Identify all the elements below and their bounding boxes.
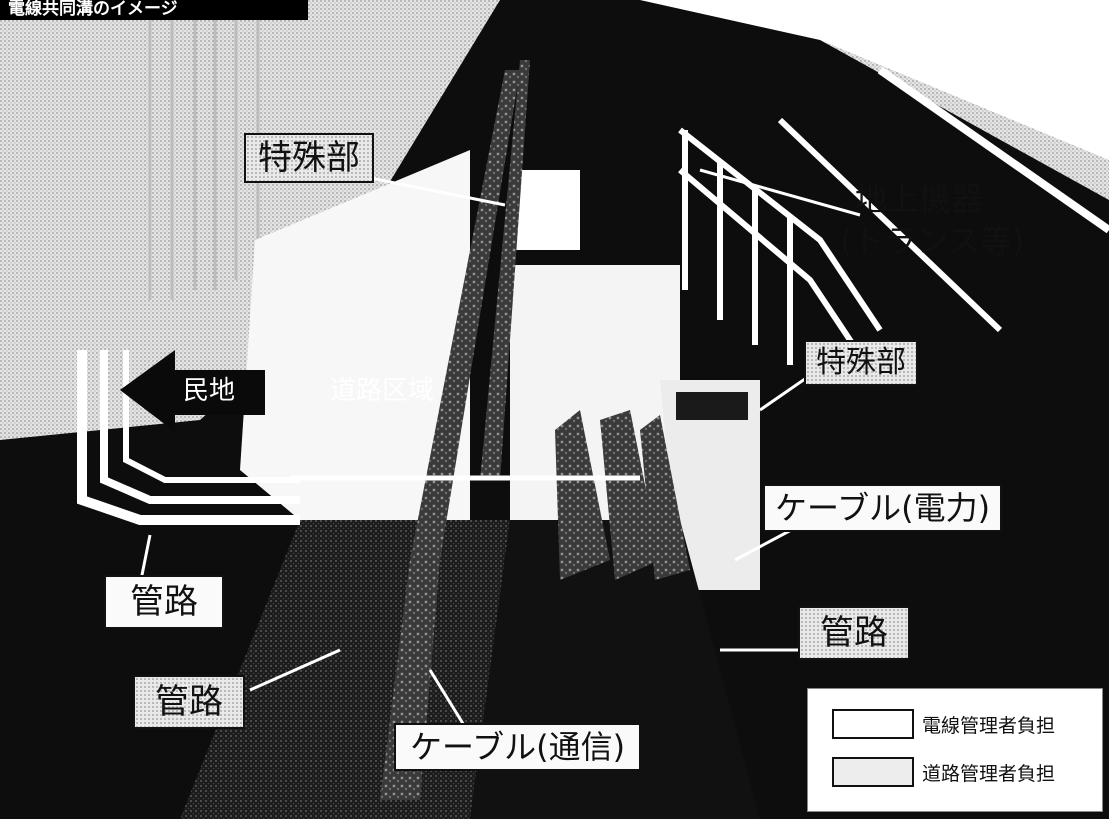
legend-swatch-road-manager [832,757,914,787]
special-section-box-upper [515,170,580,250]
legend-label-road-manager: 道路管理者負担 [922,763,1056,785]
power-conduits [555,410,690,580]
private-land-arrow [120,350,265,432]
label-cable-communication: ケーブル(通信) [394,723,642,771]
road-marking-right [877,66,1109,234]
label-road-area: 道路区域 [330,376,435,406]
sky-area [600,0,1109,160]
label-special-section-right: 特殊部 [804,340,918,386]
label-ground-equipment-note: (トランス等) [840,222,1025,260]
special-section-box-right [660,380,760,590]
legend-label-power-manager: 電線管理者負担 [922,715,1056,737]
legend-swatch-power-manager [832,709,914,739]
label-private-land: 民地 [183,376,236,406]
service-pipe [77,350,640,525]
label-special-section-top: 特殊部 [244,133,374,183]
label-conduit-right: 管路 [798,606,910,660]
label-cable-power: ケーブル(電力) [763,484,1003,532]
legend: 電線管理者負担 道路管理者負担 [807,688,1103,812]
special-section-opening [676,392,748,420]
page-title: 電線共同溝のイメージ [0,0,308,20]
label-ground-equipment: 地上機器 [855,180,984,218]
sidewalk-strip [240,150,470,520]
label-conduit-left: 管路 [104,575,224,629]
road-marking-inner [777,117,1003,333]
label-conduit-lower: 管路 [133,675,245,729]
